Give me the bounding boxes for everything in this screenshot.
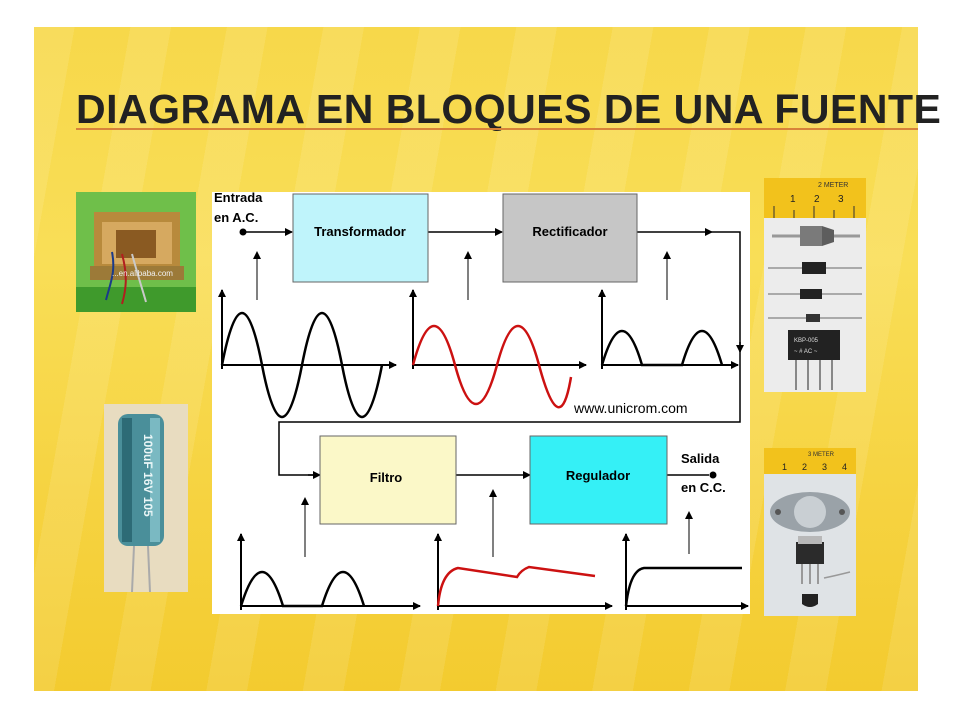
transformer-block — [292, 193, 429, 283]
regulator-block — [529, 435, 668, 525]
rectifier-block — [502, 193, 638, 283]
ruler-bottom-number-2: 2 — [802, 462, 807, 472]
title-underline — [76, 128, 918, 130]
diodes-photo: 2 METER 1 2 3 KBP-005 ~ # AC ~ — [764, 178, 866, 392]
filter-block-label: Filtro — [370, 470, 403, 485]
bridge-label-1: KBP-005 — [794, 338, 819, 344]
ruler-top-number-2: 2 — [814, 194, 820, 205]
waveform-ac-input — [218, 289, 397, 418]
waveform-ac-transformed — [409, 289, 587, 409]
ruler-bottom-number-3: 3 — [822, 462, 827, 472]
regulators-photo: 3 METER 1 2 3 4 — [764, 448, 856, 616]
waveform-rectified — [598, 289, 739, 369]
input-label-line1: Entrada — [214, 192, 263, 205]
rectifier-block-label: Rectificador — [532, 224, 607, 239]
output-label-line2: en C.C. — [681, 480, 726, 495]
capacitor-label: 100uF 16V 105 — [141, 434, 155, 517]
transformer-block-label: Transformador — [314, 224, 406, 239]
block-diagram-svg: Entrada en A.C. Salida en C.C. www.unicr… — [214, 192, 749, 610]
source-url: www.unicrom.com — [573, 400, 688, 416]
regulator-block-label: Regulador — [566, 468, 630, 483]
power-supply-block-diagram: Entrada en A.C. Salida en C.C. www.unicr… — [212, 192, 750, 614]
waveform-regulated-dc — [622, 533, 749, 610]
filter-block — [319, 435, 457, 525]
output-label-line1: Salida — [681, 451, 720, 466]
ruler-top-label: 2 METER — [818, 182, 848, 189]
ruler-top-number-3: 3 — [838, 194, 844, 205]
transformer-watermark: ...en.alibaba.com — [112, 269, 173, 278]
waveform-filtered — [434, 533, 613, 610]
transformer-photo: ...en.alibaba.com — [76, 192, 196, 312]
ruler-bottom-number-1: 1 — [782, 462, 787, 472]
return-connector — [278, 231, 741, 476]
ruler-top-number-1: 1 — [790, 194, 796, 205]
ruler-bottom-number-4: 4 — [842, 462, 847, 472]
waveform-filter-input — [237, 533, 421, 610]
capacitor-photo: 100uF 16V 105 — [104, 404, 188, 592]
bridge-label-2: ~ # AC ~ — [794, 349, 818, 355]
output-terminal — [709, 471, 717, 479]
slide-title: DIAGRAMA EN BLOQUES DE UNA FUENTE — [76, 86, 942, 132]
ruler-bottom-label: 3 METER — [808, 452, 835, 458]
input-label-line2: en A.C. — [214, 210, 258, 225]
